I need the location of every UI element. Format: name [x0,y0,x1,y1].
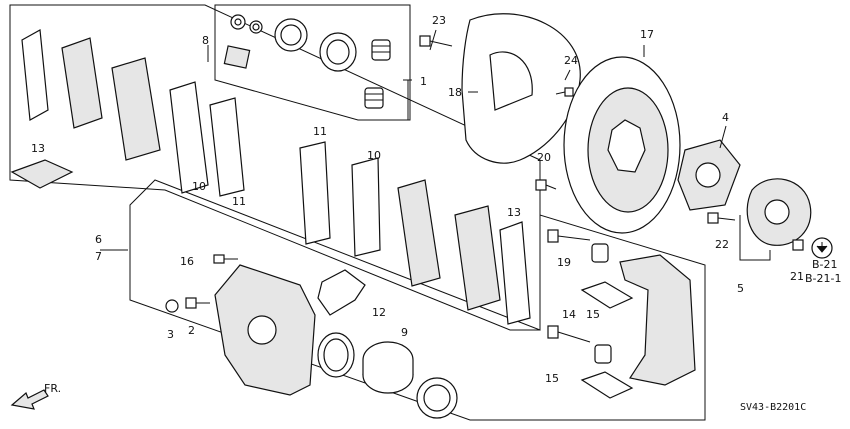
caliper-bracket [619,254,696,386]
outer-pad-mid [454,205,501,311]
inner-pad-mid [397,179,441,287]
callout-22: 22 [715,238,729,251]
shim-11-mid [299,141,331,245]
callout-13a: 13 [31,142,45,155]
callout-8: 8 [202,34,209,47]
caliper-bore [247,315,277,345]
shim-11-left [209,97,245,197]
shim-10-mid [351,157,381,257]
pad-retainer-15-upper [580,281,634,309]
callout-9: 9 [401,326,408,339]
bleeder-cap-3 [165,299,179,313]
shim-13-mid [499,221,531,325]
callout-4: 4 [722,111,729,124]
callout-19: 19 [557,256,571,269]
callout-14: 14 [562,308,576,321]
small-seal-ring-inner [234,18,242,26]
callout-15a: 15 [586,308,600,321]
callout-24: 24 [564,54,578,67]
front-label: FR. [44,382,61,395]
grease-packet [223,45,251,69]
callout-6: 6 [95,233,102,246]
bolt-23 [419,35,453,47]
dust-boot-ring-inner [423,384,451,412]
dust-seal-inner [326,39,350,65]
lock-nut-21 [792,239,804,251]
shim-10-left [169,81,209,194]
inner-pad-left [111,57,161,161]
piston-seal-inner [280,24,302,46]
reference-arrow-icon [816,242,828,253]
callout-16: 16 [180,255,194,268]
outer-shim-left [21,29,49,121]
bolt-16 [213,254,238,264]
leader-lines [100,29,727,251]
parts-tag-13 [10,159,74,189]
pad-spring-12 [317,269,366,316]
small-washer-inner [252,23,260,31]
callout-7: 7 [95,250,102,263]
splash-shield-window [489,51,533,111]
bolt-20 [535,179,557,191]
boot-upper [371,39,391,61]
guide-pin-19 [547,229,591,243]
hub-5 [746,178,812,246]
callout-23: 23 [432,14,446,27]
bolt-22 [707,212,736,224]
callout-13b: 13 [507,206,521,219]
front-direction-arrow: FR. [10,382,61,410]
callout-17: 17 [640,28,654,41]
outer-pad-left [61,37,103,129]
brake-disc-17 [563,56,681,234]
piston-seal-ring-inner [323,338,349,372]
reference-b21-1: B-21-1 [805,272,841,285]
pin-boot-19 [591,243,609,263]
callout-11a: 11 [232,195,246,208]
callout-11b: 11 [313,125,327,138]
reference-b21: B-21 [812,258,838,271]
boot-lower [364,87,384,109]
piston-9 [362,341,414,394]
diagram-code: SV43-B2201C [740,402,806,413]
callout-10a: 10 [192,180,206,193]
callout-1: 1 [420,75,427,88]
callout-12: 12 [372,306,386,319]
callout-20: 20 [537,151,551,164]
bleeder-screw-2 [185,297,210,309]
callout-2: 2 [188,324,195,337]
callout-15b: 15 [545,372,559,385]
callout-21: 21 [790,270,804,283]
hub-bracket-line [739,215,771,261]
callout-5: 5 [737,282,744,295]
callout-3: 3 [167,328,174,341]
bolt-24 [555,87,574,97]
hub-bearing-4 [677,139,741,211]
callout-18: 18 [448,86,462,99]
pad-retainer-15-lower [580,371,634,399]
callout-10b: 10 [367,149,381,162]
pin-boot-14 [594,344,612,364]
guide-pin-14 [547,325,591,343]
caliper-seal-kit-box [214,4,411,121]
